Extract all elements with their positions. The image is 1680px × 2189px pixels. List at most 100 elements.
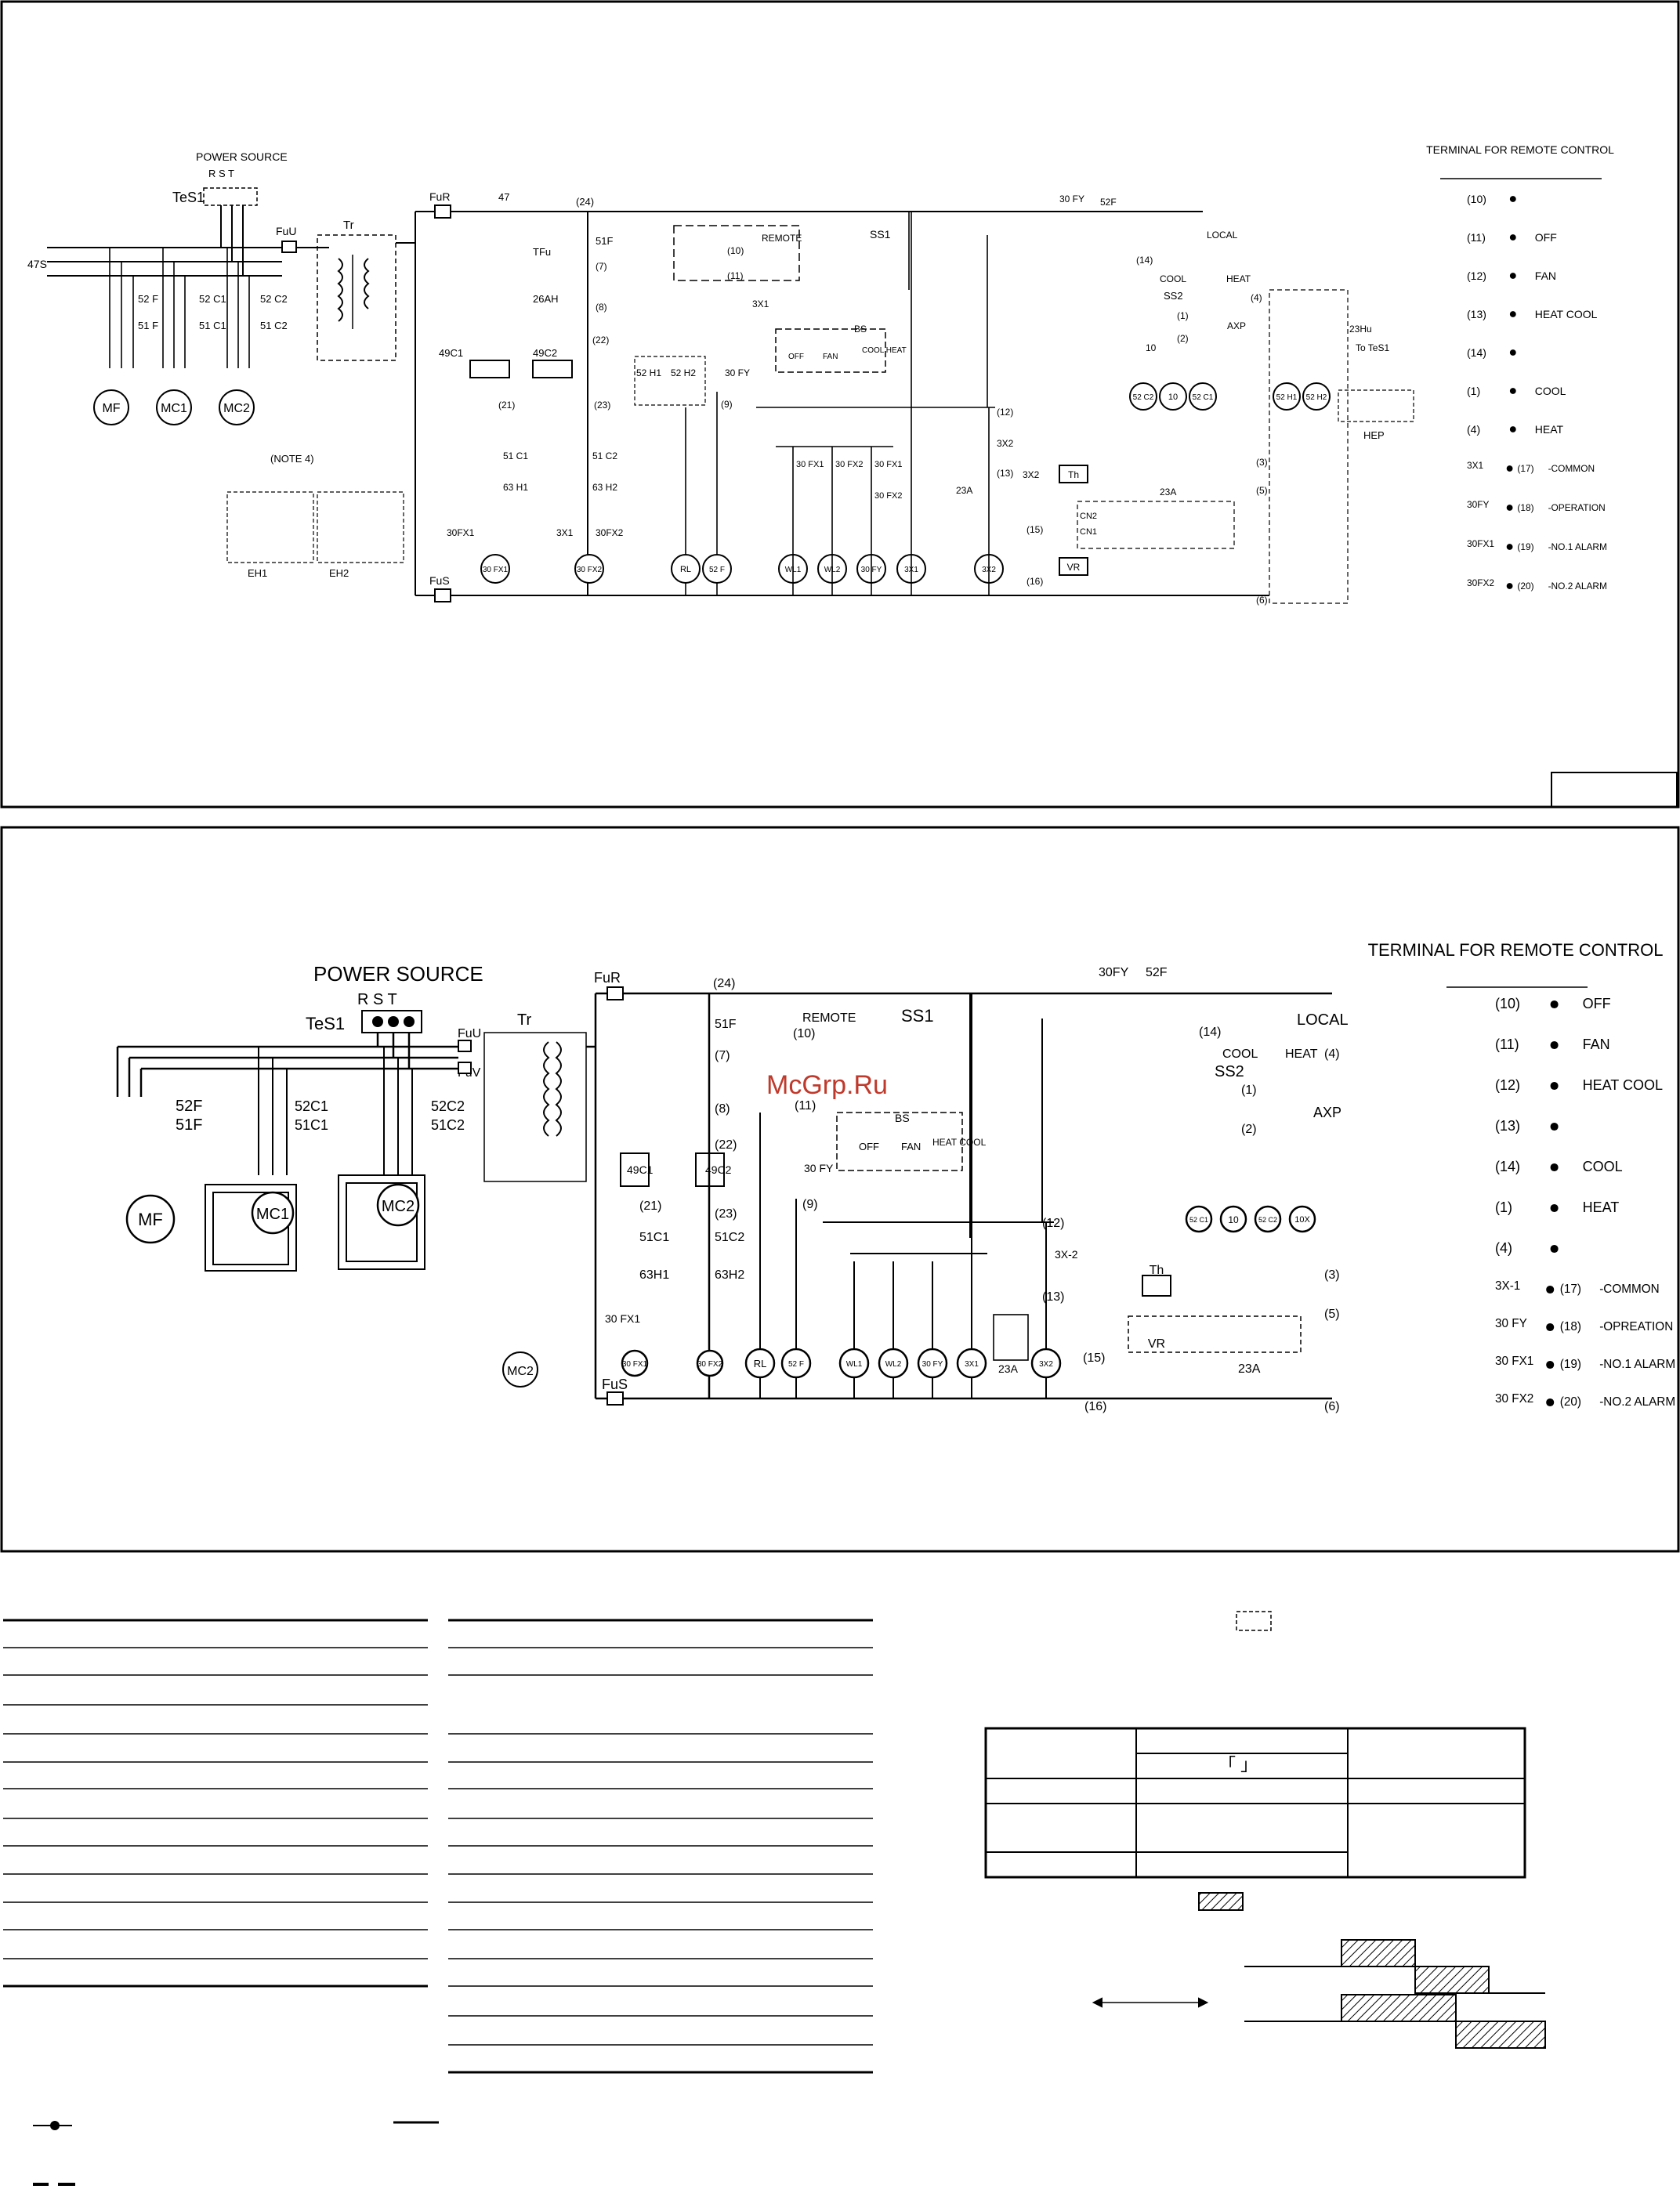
top-63h1-ctrl: 63 H1 — [503, 482, 528, 493]
top-c52-coils: 52 C2 10 52 C1 52 H1 52 H2 — [1129, 382, 1331, 411]
top-node-2: (2) — [1177, 333, 1189, 344]
bottom-terminal-label: COOL — [1583, 1159, 1623, 1174]
top-output-device: 30FX1 — [1467, 538, 1494, 549]
bottom-remote-label: REMOTE — [802, 1011, 856, 1025]
bottom-coil-10x-label: 10X — [1294, 1215, 1310, 1225]
top-transformer-primary — [337, 258, 343, 322]
top-supply-bus — [47, 205, 282, 277]
bottom-49c1-label: 49C1 — [627, 1163, 654, 1176]
top-51c2-label: 51 C2 — [260, 320, 288, 331]
top-51c1-ctrl: 51 C1 — [503, 450, 528, 461]
top-tes1-label: TeS1 — [172, 190, 205, 205]
bottom-node-14: (14) — [1199, 1026, 1221, 1039]
top-52c2-label: 52 C2 — [260, 293, 288, 305]
bottom-51c1-ctrl: 51C1 — [639, 1231, 669, 1244]
bottom-ss2-label: SS2 — [1215, 1063, 1244, 1080]
bottom-axp-label: AXP — [1313, 1105, 1341, 1120]
top-coil-30fx2 — [574, 554, 604, 584]
bottom-terminal-dot — [1550, 1122, 1559, 1131]
top-52h-box — [634, 356, 706, 406]
top-coil-30fx1-label: 30 FX1 — [483, 566, 509, 574]
bottom-output-number: (19) — [1560, 1358, 1581, 1371]
bottom-output-label: -OPREATION — [1599, 1320, 1673, 1333]
bottom-bs-switch — [836, 1112, 963, 1171]
top-node-23: (23) — [594, 400, 610, 411]
top-49c1-relay — [469, 360, 510, 378]
top-fus-label: FuS — [429, 574, 450, 587]
bottom-node-24: (24) — [713, 977, 735, 990]
bottom-coil-52c2 — [1254, 1205, 1282, 1233]
bottom-51c1-label: 51C1 — [295, 1117, 328, 1133]
middle-ruled-table — [448, 1619, 873, 2074]
bottom-52f-top: 52F — [1146, 966, 1168, 979]
top-terminal-label: HEAT COOL — [1535, 308, 1598, 320]
bottom-node-13: (13) — [1042, 1290, 1064, 1304]
top-3x2-switch-b: 3X2 — [1023, 469, 1040, 480]
top-23a-label: 23A — [1160, 487, 1176, 498]
top-rst-label: R S T — [208, 168, 234, 179]
bottom-49c2-label: 49C2 — [705, 1163, 732, 1176]
bottom-terminal-number: (4) — [1495, 1240, 1512, 1256]
top-output-label: -NO.1 ALARM — [1548, 541, 1607, 552]
top-node-1: (1) — [1177, 310, 1189, 321]
bottom-bs-fan: FAN — [901, 1141, 921, 1152]
bottom-output-coils: RL 52 F WL1 WL2 30 FY 3X1 3X2 — [744, 993, 1062, 1398]
top-output-number: (20) — [1517, 581, 1533, 592]
bottom-motor-mc1 — [251, 1191, 295, 1235]
top-tes1-block — [203, 187, 258, 206]
bottom-output-label: -NO.2 ALARM — [1599, 1395, 1675, 1409]
bottom-node-5: (5) — [1324, 1308, 1340, 1321]
top-terminal-title: TERMINAL FOR REMOTE CONTROL — [1426, 143, 1614, 156]
bottom-tes1-label: TeS1 — [306, 1014, 345, 1033]
bottom-output-number: (18) — [1560, 1320, 1581, 1333]
top-23a-contact: 23A — [956, 485, 972, 496]
top-51f-label: 51 F — [138, 320, 158, 331]
bottom-coil-52c1-label: 52 C1 — [1189, 1216, 1208, 1224]
bottom-power-source-label: POWER SOURCE — [313, 962, 483, 986]
bottom-output-dot — [1546, 1398, 1555, 1407]
top-51f-ctrl-label: 51F — [596, 235, 613, 247]
top-motor-mf-label: MF — [102, 402, 120, 415]
top-output-dot — [1506, 465, 1513, 472]
bottom-motor-mc2-label: MC2 — [382, 1198, 415, 1215]
top-coil-52c1 — [1189, 382, 1217, 411]
top-output-label: -COMMON — [1548, 463, 1595, 474]
top-node-10: (10) — [727, 245, 744, 256]
top-coil-52h2 — [1302, 382, 1331, 411]
bottom-cool-label: COOL — [1222, 1047, 1258, 1061]
top-transformer-box — [317, 234, 396, 361]
top-bs-label: BS — [854, 324, 867, 335]
bottom-motor-mf — [125, 1194, 176, 1244]
bottom-motor-wiring — [205, 1047, 425, 1272]
bottom-coil-3x1-label: 3X1 — [965, 1360, 979, 1369]
top-bs-fan: FAN — [823, 353, 838, 361]
top-heater-dashed-loop — [1269, 289, 1349, 604]
top-30fx1-contact: 30FX1 — [447, 527, 475, 538]
top-52c1-label: 52 C1 — [199, 293, 226, 305]
top-terminal-number: (13) — [1467, 308, 1486, 320]
top-terminal-dot — [1509, 426, 1516, 432]
top-output-dot — [1506, 583, 1513, 589]
top-terminal-dot — [1509, 273, 1516, 279]
top-motor-mf — [93, 389, 129, 425]
bottom-tes1-block — [361, 1010, 422, 1033]
top-30fy-top: 30 FY — [1059, 194, 1084, 204]
top-output-number: (18) — [1517, 502, 1533, 513]
top-coil-10 — [1159, 382, 1187, 411]
top-bs-switch — [775, 328, 886, 373]
top-motor-branches — [109, 248, 250, 368]
top-49c1-label: 49C1 — [439, 347, 463, 359]
bottom-output-device: 30 FX1 — [1495, 1355, 1533, 1368]
top-control-rails — [396, 211, 1269, 596]
bottom-fus-label: FuS — [602, 1377, 628, 1392]
bottom-23a-contact-label: 23A — [998, 1362, 1019, 1375]
top-coil-52h2-label: 52 H2 — [1306, 393, 1327, 402]
bottom-panel-border — [0, 826, 1680, 1553]
top-output-dot — [1506, 505, 1513, 511]
top-fx2-contact-a: 30 FX2 — [835, 460, 863, 469]
bottom-node-21: (21) — [639, 1199, 661, 1213]
top-30fx2-contact: 30FX2 — [596, 527, 624, 538]
top-node-24: (24) — [576, 196, 594, 208]
bottom-terminal-label: HEAT — [1583, 1199, 1620, 1215]
top-fus-fuse — [434, 588, 451, 602]
